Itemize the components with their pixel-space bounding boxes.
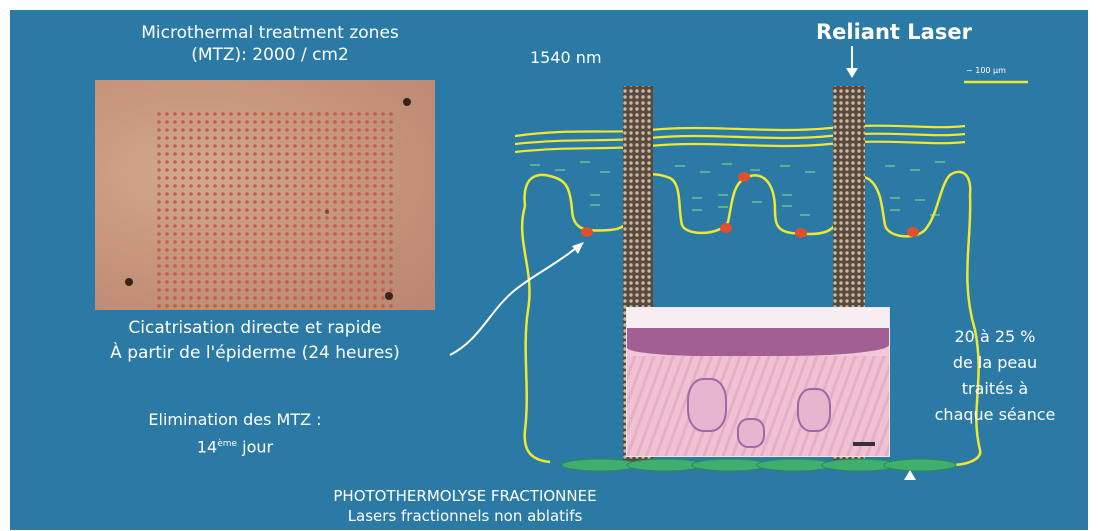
footer-text: PHOTOTHERMOLYSE FRACTIONNEE Lasers fract… <box>240 486 690 526</box>
histology-image <box>626 307 890 457</box>
histology-gland <box>797 388 831 432</box>
footer-line1: PHOTOTHERMOLYSE FRACTIONNEE <box>240 486 690 506</box>
healing-line2: À partir de l'épiderme (24 heures) <box>70 341 440 366</box>
healing-arrow <box>450 248 576 355</box>
percentage-line4: chaque séance <box>925 402 1065 428</box>
stratum-corneum-line <box>515 142 965 152</box>
slide-background: Microthermal treatment zones (MTZ): 2000… <box>10 10 1088 530</box>
dermis-outline-left <box>522 206 550 462</box>
band-arrow <box>904 470 916 480</box>
elimination-day-number: 14 <box>197 437 217 456</box>
elimination-line2: 14ème jour <box>95 432 375 459</box>
healing-arrow-head <box>572 242 584 254</box>
elimination-day-superscript: ème <box>217 439 237 449</box>
histology-epidermis <box>627 328 889 356</box>
elimination-text: Elimination des MTZ : 14ème jour <box>95 408 375 459</box>
percentage-line2: de la peau <box>925 350 1065 376</box>
elimination-day-word: jour <box>242 437 273 456</box>
laser-arrow-head <box>846 68 858 78</box>
percentage-line1: 20 à 25 % <box>925 324 1065 350</box>
healing-line1: Cicatrisation directe et rapide <box>70 316 440 341</box>
basal-band <box>562 459 956 471</box>
percentage-text: 20 à 25 % de la peau traités à chaque sé… <box>925 324 1065 428</box>
percentage-line3: traités à <box>925 376 1065 402</box>
elimination-line1: Elimination des MTZ : <box>95 408 375 432</box>
histology-gland <box>737 418 765 448</box>
healing-text: Cicatrisation directe et rapide À partir… <box>70 316 440 366</box>
histology-scale-bar <box>853 442 875 446</box>
dermo-epidermal-junction <box>525 172 971 236</box>
footer-line2: Lasers fractionnels non ablatifs <box>240 506 690 526</box>
histology-gland <box>687 378 727 432</box>
